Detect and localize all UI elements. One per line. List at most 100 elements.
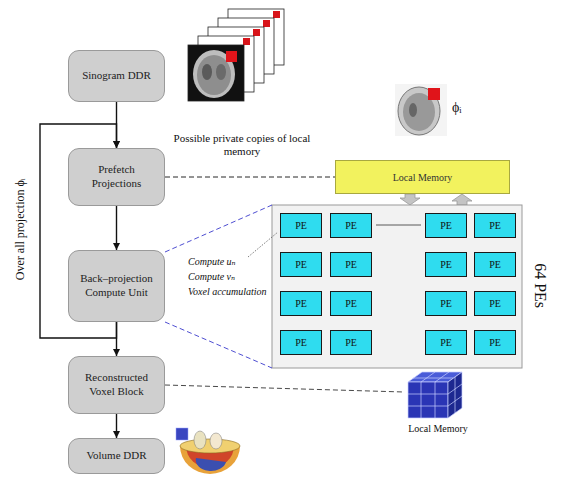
- box-text-group: PE: [489, 259, 501, 270]
- red-square: [253, 29, 260, 36]
- red-square: [273, 11, 280, 18]
- cube-grid: [435, 372, 449, 382]
- pe-box: PE: [425, 330, 467, 355]
- process-box: Prefetch Projections: [68, 148, 165, 206]
- local-memory-box: Local Memory: [335, 160, 510, 194]
- pe-box: PE: [425, 291, 467, 316]
- box-text-group: Prefetch Projections: [75, 163, 158, 191]
- zoom-line: [165, 205, 272, 252]
- pe-box: PE: [474, 330, 516, 355]
- phantom-spot: [409, 103, 417, 117]
- cube-grid: [408, 394, 448, 395]
- box-label: Sinogram DDR: [82, 69, 151, 83]
- box-label: PE: [489, 337, 501, 348]
- box-text-group: PE: [440, 298, 452, 309]
- box-text-group: PE: [440, 220, 452, 231]
- pe-operation: Compute vₙ: [188, 271, 272, 283]
- volume-rendering: [176, 428, 240, 474]
- pe-ellipsis-line: [376, 225, 421, 226]
- cube-grid: [448, 396, 462, 406]
- pe-box: PE: [330, 330, 372, 355]
- connector-line: [165, 177, 335, 178]
- red-square: [263, 20, 270, 27]
- box-text-group: PE: [345, 298, 357, 309]
- arrowhead: [113, 243, 120, 250]
- voxel-cube: [408, 372, 462, 418]
- cube-grid: [413, 378, 453, 379]
- frame: [188, 45, 244, 101]
- blob: [194, 431, 206, 449]
- store-arrow: [452, 194, 472, 205]
- cube-grid: [421, 382, 422, 418]
- arrowhead: [113, 431, 120, 438]
- symbol-label: ϕᵢ: [452, 100, 482, 117]
- arrowhead: [113, 141, 120, 148]
- box-text-group: PE: [440, 337, 452, 348]
- process-box: Reconstructed Voxel Block: [68, 356, 165, 414]
- cube-grid: [421, 372, 435, 382]
- image-ground: [395, 84, 447, 136]
- dashed-connector: [165, 177, 335, 178]
- box-label: Local Memory: [393, 172, 453, 183]
- box-text-group: PE: [295, 220, 307, 231]
- box-text-group: PE: [295, 298, 307, 309]
- pe-box: PE: [474, 252, 516, 277]
- phantom-spot: [216, 64, 226, 80]
- box-text-group: Reconstructed Voxel Block: [75, 371, 158, 399]
- box-label: Prefetch Projections: [75, 163, 158, 191]
- box-label: PE: [295, 259, 307, 270]
- box-text-group: PE: [345, 220, 357, 231]
- pe-operation: Compute uₙ: [188, 256, 272, 268]
- flow-arrow: [113, 414, 120, 438]
- box-label: Back–projection Compute Unit: [75, 272, 158, 300]
- cube-grid: [448, 384, 462, 394]
- arrowhead: [113, 141, 120, 148]
- cube-side: [448, 372, 462, 418]
- process-box: Back–projection Compute Unit: [68, 250, 165, 322]
- box-text-group: PE: [489, 220, 501, 231]
- box-text-group: Local Memory: [393, 172, 453, 183]
- box-label: PE: [295, 337, 307, 348]
- box-label: Volume DDR: [87, 449, 147, 463]
- cube-grid: [455, 377, 456, 413]
- box-text-group: PE: [295, 259, 307, 270]
- box-label: PE: [440, 220, 452, 231]
- pe-count: 64 PEs: [530, 246, 549, 326]
- cube-grid: [408, 406, 448, 407]
- pe-panel: [272, 205, 522, 368]
- box-label: PE: [295, 220, 307, 231]
- pe-box: PE: [330, 213, 372, 238]
- memory-box: Volume DDR: [68, 438, 165, 474]
- pe-box: PE: [280, 291, 322, 316]
- phantom: [398, 87, 440, 135]
- box-label: PE: [345, 298, 357, 309]
- memory-label: Local Memory: [398, 423, 478, 435]
- phantom-spot: [202, 64, 212, 80]
- red-square: [428, 88, 440, 100]
- box-label: PE: [489, 259, 501, 270]
- box-label: PE: [345, 337, 357, 348]
- pe-box: PE: [280, 330, 322, 355]
- box-text-group: PE: [345, 337, 357, 348]
- pe-box: PE: [280, 252, 322, 277]
- pe-operation: Voxel accumulation: [188, 286, 272, 298]
- red-square: [243, 38, 250, 45]
- box-text-group: Volume DDR: [87, 449, 147, 463]
- load-arrow: [400, 194, 420, 205]
- pe-box: PE: [330, 252, 372, 277]
- box-label: PE: [440, 298, 452, 309]
- pe-box: PE: [474, 291, 516, 316]
- arrowhead: [113, 349, 120, 356]
- projection-image: [395, 84, 447, 136]
- box-label: PE: [345, 259, 357, 270]
- pe-box: PE: [474, 213, 516, 238]
- cube-front: [408, 382, 448, 418]
- box-label: PE: [489, 220, 501, 231]
- zoom-line: [165, 322, 272, 368]
- phantom-inner: [197, 55, 231, 95]
- box-text-group: PE: [345, 259, 357, 270]
- pe-box: PE: [280, 213, 322, 238]
- pe-box: PE: [425, 252, 467, 277]
- bowl-shade: [196, 458, 226, 471]
